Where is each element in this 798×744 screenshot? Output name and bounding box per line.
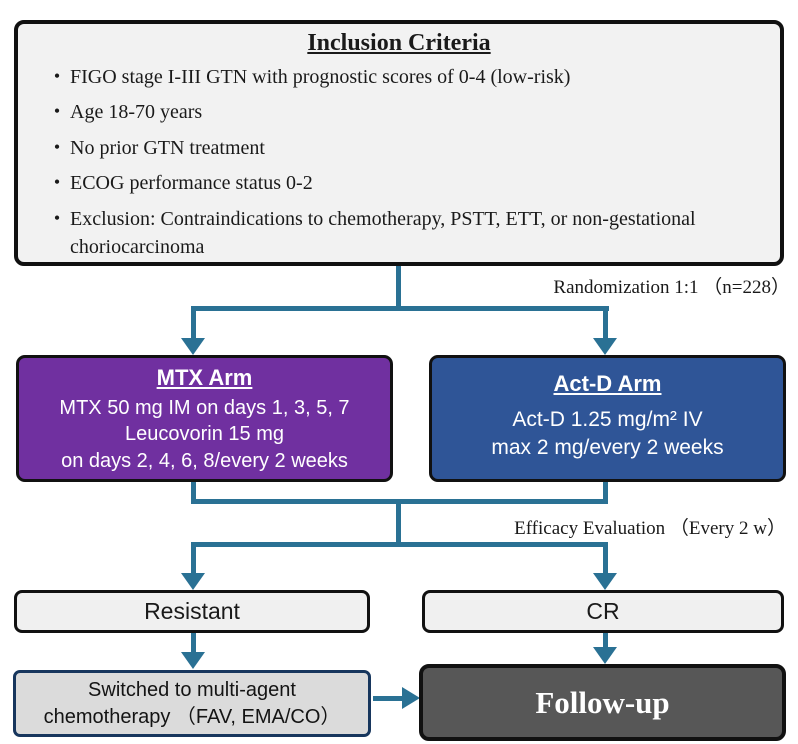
connector-cr-down [603, 633, 608, 654]
bullet-icon: • [53, 101, 61, 122]
bullet-icon: • [53, 172, 61, 193]
actd-arm-title: Act-D Arm [553, 371, 662, 396]
followup-box: Follow-up [419, 664, 786, 741]
actd-arm-box: Act-D Arm Act-D 1.25 mg/m² IV max 2 mg/e… [429, 355, 786, 482]
bullet-icon: • [53, 136, 61, 157]
actd-arm-line: max 2 mg/every 2 weeks [491, 436, 724, 460]
followup-label: Follow-up [535, 684, 670, 720]
inclusion-title: Inclusion Criteria [307, 30, 491, 56]
mtx-arm-line: on days 2, 4, 6, 8/every 2 weeks [61, 449, 348, 472]
connector-mtx-stem [191, 306, 196, 339]
connector-actd-stem [603, 306, 608, 339]
switched-line1: Switched to multi-agent [88, 678, 296, 701]
connector-resistant-down [191, 633, 196, 654]
inclusion-bullet-2: • Age 18-70 years [44, 98, 754, 126]
inclusion-criteria-box: Inclusion Criteria • FIGO stage I-III GT… [14, 20, 784, 266]
cr-box: CR [422, 590, 784, 633]
mtx-arm-box: MTX Arm MTX 50 mg IM on days 1, 3, 5, 7 … [16, 355, 393, 482]
connector-randomization-horizontal [191, 306, 609, 311]
connector-switched-to-followup [373, 696, 404, 701]
connector-resistant-stem [191, 542, 196, 574]
connector-split-horizontal [191, 542, 608, 547]
randomization-label: Randomization 1:1 （n=228） [553, 277, 790, 298]
bullet-text: ECOG performance status 0-2 [70, 172, 313, 195]
bullet-text: FIGO stage I-III GTN with prognostic sco… [70, 66, 571, 88]
bullet-icon: • [53, 207, 61, 228]
efficacy-evaluation-label: Efficacy Evaluation （Every 2 w） [514, 518, 786, 539]
mtx-arm-line: MTX 50 mg IM on days 1, 3, 5, 7 [59, 397, 350, 419]
bullet-text: Exclusion: Contraindications to chemothe… [70, 207, 696, 258]
connector-top-vertical [396, 266, 401, 311]
inclusion-bullet-5: • Exclusion: Contraindications to chemot… [44, 205, 754, 262]
inclusion-bullet-1: • FIGO stage I-III GTN with prognostic s… [44, 63, 754, 91]
connector-cr-stem [603, 542, 608, 574]
inclusion-bullet-3: • No prior GTN treatment [44, 134, 754, 162]
inclusion-bullet-4: • ECOG performance status 0-2 [44, 169, 754, 197]
mtx-arm-line: Leucovorin 15 mg [125, 423, 284, 446]
bullet-text: No prior GTN treatment [70, 136, 265, 159]
arrowhead-to-mtx-icon [181, 338, 205, 355]
bullet-text: Age 18-70 years [70, 101, 203, 124]
arrowhead-to-switched-icon [181, 652, 205, 669]
cr-label: CR [586, 598, 620, 624]
actd-arm-line: Act-D 1.25 mg/m² IV [512, 408, 703, 431]
bullet-icon: • [53, 66, 61, 86]
connector-actd-down [603, 482, 608, 504]
switched-line2: chemotherapy （FAV, EMA/CO） [43, 705, 341, 728]
connector-mtx-down [191, 482, 196, 504]
arrowhead-to-followup-icon [593, 647, 617, 664]
resistant-box: Resistant [14, 590, 370, 633]
resistant-label: Resistant [144, 598, 240, 624]
connector-center-vertical [396, 499, 401, 547]
arrowhead-to-actd-icon [593, 338, 617, 355]
arrowhead-right-to-followup-icon [402, 687, 420, 709]
arrowhead-to-resistant-icon [181, 573, 205, 590]
mtx-arm-title: MTX Arm [156, 365, 253, 390]
switched-chemotherapy-box: Switched to multi-agent chemotherapy （FA… [13, 670, 371, 737]
arrowhead-to-cr-icon [593, 573, 617, 590]
